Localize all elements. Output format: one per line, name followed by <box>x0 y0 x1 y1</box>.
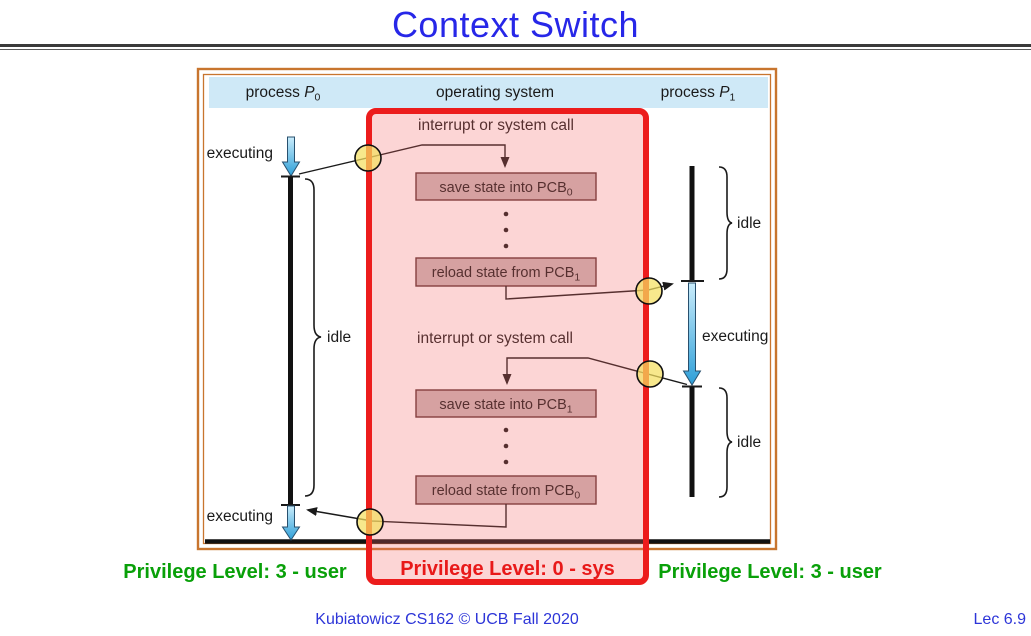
label-executing-p0-bottom: executing <box>207 508 273 525</box>
pcb-box-save1-label: save state into PCB1 <box>439 397 572 416</box>
column-header-strip <box>209 77 768 108</box>
flow-arrow-reload0-to-p0 <box>306 504 507 528</box>
privilege-label-user-right: Privilege Level: 3 - user <box>658 561 882 583</box>
label-interrupt-top: interrupt or system call <box>418 117 574 134</box>
executing-arrow-p0-top <box>281 136 301 177</box>
idle-brace-p0 <box>304 178 322 497</box>
pcb-box-save0-label: save state into PCB0 <box>439 180 572 199</box>
title-divider-line-bottom <box>0 48 1031 50</box>
pcb-box-reload0 <box>415 475 597 505</box>
idle-brace-p1-bottom <box>718 387 733 498</box>
label-executing-p1: executing <box>702 328 768 345</box>
title-divider-line-top <box>0 44 1031 47</box>
ellipsis-dots-top <box>503 211 509 249</box>
column-header-p1: process P1 <box>661 84 736 104</box>
executing-arrow-p0-bottom <box>281 505 301 541</box>
footer-lecture-number: Lec 6.9 <box>973 611 1026 628</box>
column-header-os: operating system <box>436 84 554 101</box>
pcb-box-reload0-label: reload state from PCB0 <box>432 483 581 502</box>
privilege-label-user-left: Privilege Level: 3 - user <box>123 561 347 583</box>
pcb-box-reload1 <box>415 257 597 287</box>
executing-arrow-p1 <box>682 282 702 386</box>
pcb-box-reload1-label: reload state from PCB1 <box>432 265 581 284</box>
slide-title: Context Switch <box>391 4 640 45</box>
idle-brace-p1-top <box>718 166 733 280</box>
label-executing-p0-top: executing <box>207 145 273 162</box>
pcb-box-save1 <box>415 389 597 418</box>
column-header-p0: process P0 <box>246 84 321 104</box>
pcb-box-save0 <box>415 172 597 201</box>
label-idle-p1-top: idle <box>737 215 761 232</box>
label-interrupt-bottom: interrupt or system call <box>417 330 573 347</box>
footer-credit: Kubiatowicz CS162 © UCB Fall 2020 <box>315 611 579 628</box>
privilege-label-sys: Privilege Level: 0 - sys <box>400 558 615 580</box>
label-idle-p1-bottom: idle <box>737 434 761 451</box>
ellipsis-dots-bottom <box>503 427 509 465</box>
label-idle-p0: idle <box>327 329 351 346</box>
